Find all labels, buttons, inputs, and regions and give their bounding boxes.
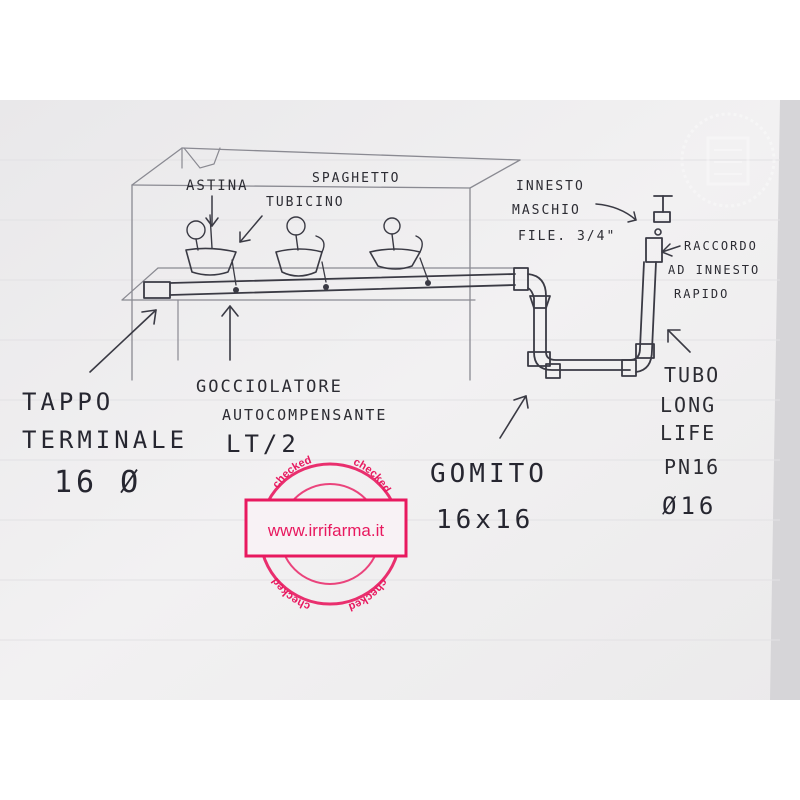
- label-tubicino: TUBICINO: [266, 195, 345, 210]
- irrifarma-stamp: checked checked checked checked www.irri…: [244, 454, 408, 613]
- arrow-astina: [205, 195, 219, 227]
- label-pn16: PN16: [664, 455, 720, 479]
- label-ad-innesto: AD INNESTO: [668, 263, 760, 277]
- elbow-pipe: [513, 261, 657, 379]
- arrow-gomito: [499, 395, 529, 439]
- label-life: LIFE: [660, 421, 716, 445]
- main-pipe: [143, 273, 516, 299]
- arrow-gocciolatore: [221, 305, 239, 361]
- pot-2: [275, 216, 325, 277]
- label-tubo: TUBO: [664, 363, 720, 387]
- shelf-frame: [121, 147, 521, 381]
- label-astina: ASTINA: [186, 178, 249, 194]
- label-16-phi: 16 Ø: [54, 465, 142, 500]
- arrow-raccordo: [661, 243, 681, 257]
- label-raccordo: RACCORDO: [684, 239, 758, 253]
- label-maschio: MASCHIO: [512, 203, 581, 218]
- label-spaghetto: SPAGHETTO: [312, 171, 400, 186]
- label-file: FILE. 3/4": [518, 229, 616, 244]
- label-gomito: GOMITO: [430, 459, 548, 489]
- label-gocciolatore: GOCCIOLATORE: [196, 377, 343, 397]
- label-phi16: Ø16: [662, 492, 717, 520]
- arrow-spaghetto: [239, 215, 263, 243]
- label-innesto: INNESTO: [516, 179, 585, 194]
- label-tappo: TAPPO: [22, 388, 114, 416]
- label-long: LONG: [660, 393, 716, 417]
- tap-connector: [645, 195, 673, 263]
- label-lt2: LT/2: [226, 430, 300, 458]
- label-rapido: RAPIDO: [674, 287, 729, 301]
- label-16x16: 16x16: [436, 505, 534, 535]
- pot-1: [185, 214, 237, 276]
- watermark-logo: [680, 112, 776, 208]
- arrow-tubo: [667, 329, 691, 353]
- paper-edge-shadow: [770, 100, 800, 700]
- pot-3: [369, 217, 423, 270]
- stamp-url: www.irrifarma.it: [267, 521, 384, 540]
- label-terminale: TERMINALE: [22, 426, 188, 454]
- label-autocompensante: AUTOCOMPENSANTE: [222, 406, 387, 424]
- arrow-tappo: [89, 309, 157, 373]
- arrow-innesto: [595, 203, 637, 223]
